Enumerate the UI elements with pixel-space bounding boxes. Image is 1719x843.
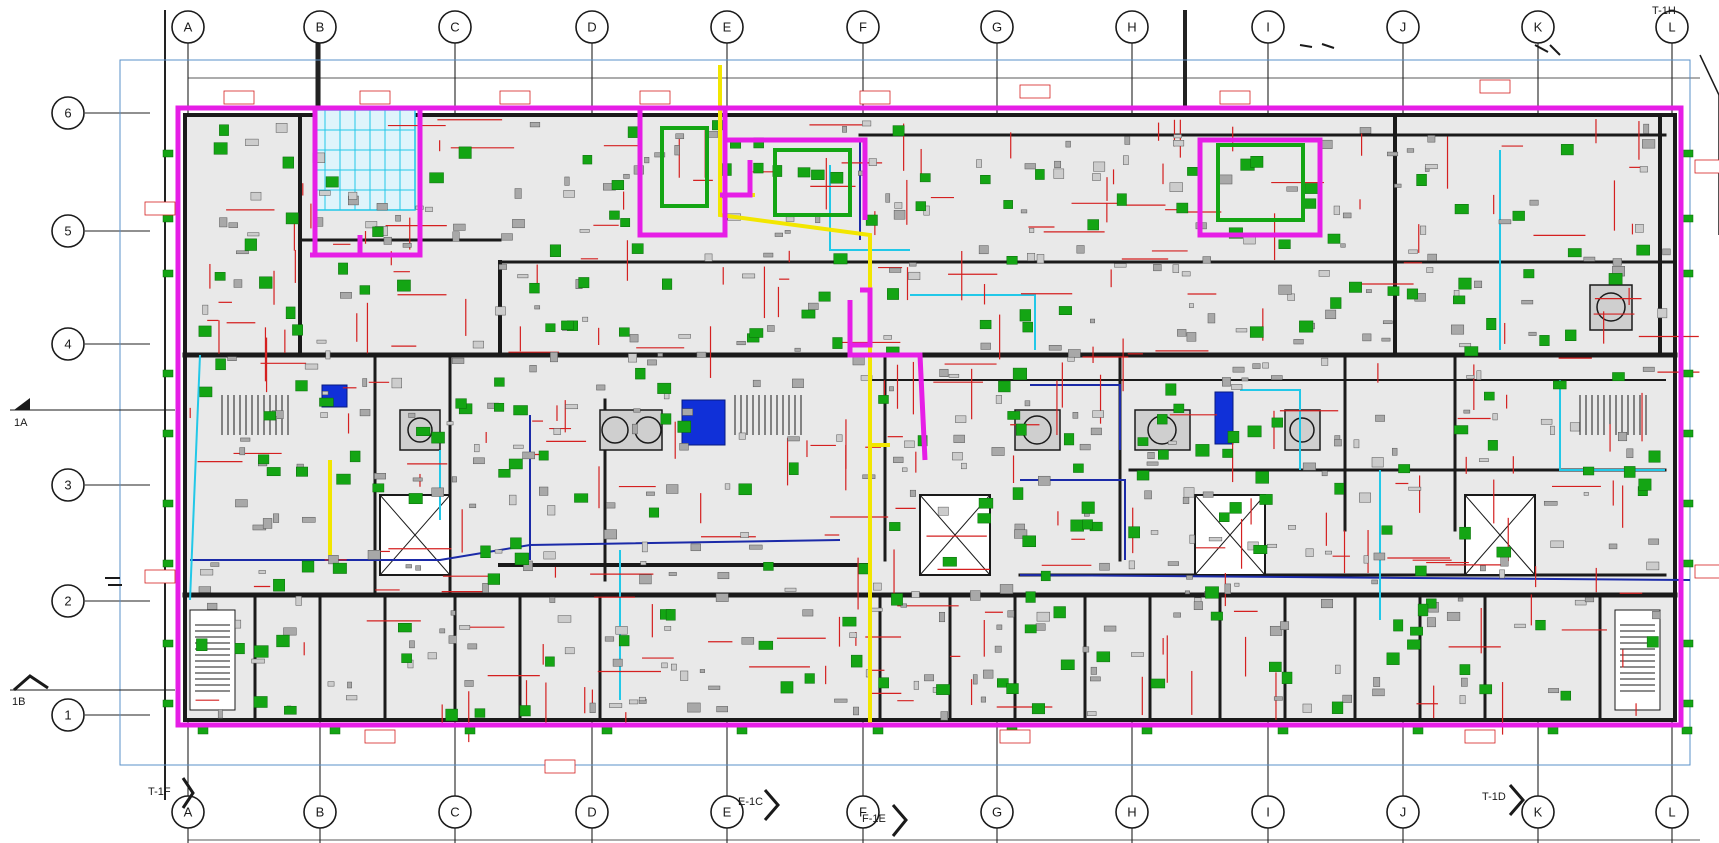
svg-text:6: 6 — [64, 106, 71, 121]
svg-text:G: G — [992, 805, 1002, 820]
svg-text:C: C — [450, 805, 459, 820]
green-diffusers — [162, 120, 1694, 735]
section-t1d-label: T-1D — [1482, 791, 1506, 803]
section-marker-f1e: F-1E — [862, 804, 908, 837]
grid-bubble-row-2: 2 — [51, 584, 85, 618]
section-1b-label: 1B — [12, 696, 25, 708]
grid-bubble-top-b: B — [303, 10, 337, 44]
grid-bubble-bottom-f: F — [846, 795, 880, 829]
section-t1h-label: T-1H — [1652, 5, 1676, 17]
section-markers: 1A 1B T-1F E-1C F-1E T-1D T-1H — [10, 5, 1719, 837]
grid-bubble-bottom-h: H — [1115, 795, 1149, 829]
grid-bubble-row-3: 3 — [51, 468, 85, 502]
walls — [182, 113, 1678, 722]
grid-bubble-bottom-d: D — [575, 795, 609, 829]
svg-text:L: L — [1668, 805, 1675, 820]
grid-bubble-row-6: 6 — [51, 96, 85, 130]
svg-text:B: B — [316, 20, 325, 35]
svg-text:3: 3 — [64, 478, 71, 493]
magenta-boundary — [175, 105, 1684, 728]
svg-text:K: K — [1534, 805, 1543, 820]
svg-text:I: I — [1266, 805, 1270, 820]
svg-text:A: A — [184, 20, 193, 35]
direction-ticks — [105, 43, 1561, 586]
svg-text:B: B — [316, 805, 325, 820]
grid-bubble-bottom-b: B — [303, 795, 337, 829]
grid-bubble-bottom-i: I — [1251, 795, 1285, 829]
grid-bubble-top-c: C — [438, 10, 472, 44]
section-marker-1a: 1A — [10, 398, 175, 429]
svg-text:D: D — [587, 20, 596, 35]
grid-bubble-top-l: L — [1655, 10, 1689, 44]
grid-bubble-bottom-j: J — [1386, 795, 1420, 829]
section-t1f-label: T-1F — [148, 786, 171, 798]
red-ductwork — [189, 119, 1700, 743]
svg-text:G: G — [992, 20, 1002, 35]
svg-text:E: E — [723, 20, 732, 35]
grid-bubbles: A A B B C C D D E E F F G G H H I I J J K K L L 6 5 4 3 2 1 — [51, 10, 1689, 829]
svg-text:2: 2 — [64, 594, 71, 609]
section-marker-t1f: T-1F — [148, 777, 195, 809]
section-marker-t1h: T-1H — [1652, 5, 1719, 235]
grid-bubble-top-e: E — [710, 10, 744, 44]
green-framed-shafts — [660, 126, 1305, 222]
section-marker-1b: 1B — [10, 674, 175, 708]
grid-bubble-bottom-k: K — [1521, 795, 1555, 829]
svg-text:1: 1 — [64, 708, 71, 723]
section-e1c-label: E-1C — [738, 796, 763, 808]
section-marker-e1c: E-1C — [738, 789, 780, 821]
grid-bubble-bottom-c: C — [438, 795, 472, 829]
svg-text:F: F — [859, 20, 867, 35]
reference-outline — [119, 59, 1691, 766]
grid-bubble-bottom-a: A — [171, 795, 205, 829]
svg-text:L: L — [1668, 20, 1675, 35]
grid-bubble-top-k: K — [1521, 10, 1555, 44]
svg-text:4: 4 — [64, 337, 71, 352]
grid-bubble-top-d: D — [575, 10, 609, 44]
grid-bubble-row-1: 1 — [51, 698, 85, 732]
annotation-tags — [144, 79, 1719, 774]
grid-bubble-bottom-e: E — [710, 795, 744, 829]
svg-text:K: K — [1534, 20, 1543, 35]
svg-text:F: F — [859, 805, 867, 820]
grid-bubble-top-j: J — [1386, 10, 1420, 44]
grid-bubble-top-a: A — [171, 10, 205, 44]
svg-text:E: E — [723, 805, 732, 820]
grid-bubble-bottom-g: G — [980, 795, 1014, 829]
svg-text:I: I — [1266, 20, 1270, 35]
grid-bubble-top-h: H — [1115, 10, 1149, 44]
section-1a-label: 1A — [14, 417, 28, 429]
grid-bubble-top-i: I — [1251, 10, 1285, 44]
svg-text:D: D — [587, 805, 596, 820]
section-marker-t1d: T-1D — [1482, 784, 1525, 816]
svg-text:A: A — [184, 805, 193, 820]
grid-bubble-top-g: G — [980, 10, 1014, 44]
grid-bubble-row-4: 4 — [51, 327, 85, 361]
svg-text:J: J — [1400, 20, 1407, 35]
svg-text:5: 5 — [64, 224, 71, 239]
svg-text:J: J — [1400, 805, 1407, 820]
svg-text:H: H — [1127, 20, 1136, 35]
svg-text:C: C — [450, 20, 459, 35]
grid-bubble-row-5: 5 — [51, 214, 85, 248]
grid-bubble-bottom-l: L — [1655, 795, 1689, 829]
grid-bubble-top-f: F — [846, 10, 880, 44]
section-f1e-label: F-1E — [862, 813, 886, 825]
svg-text:H: H — [1127, 805, 1136, 820]
